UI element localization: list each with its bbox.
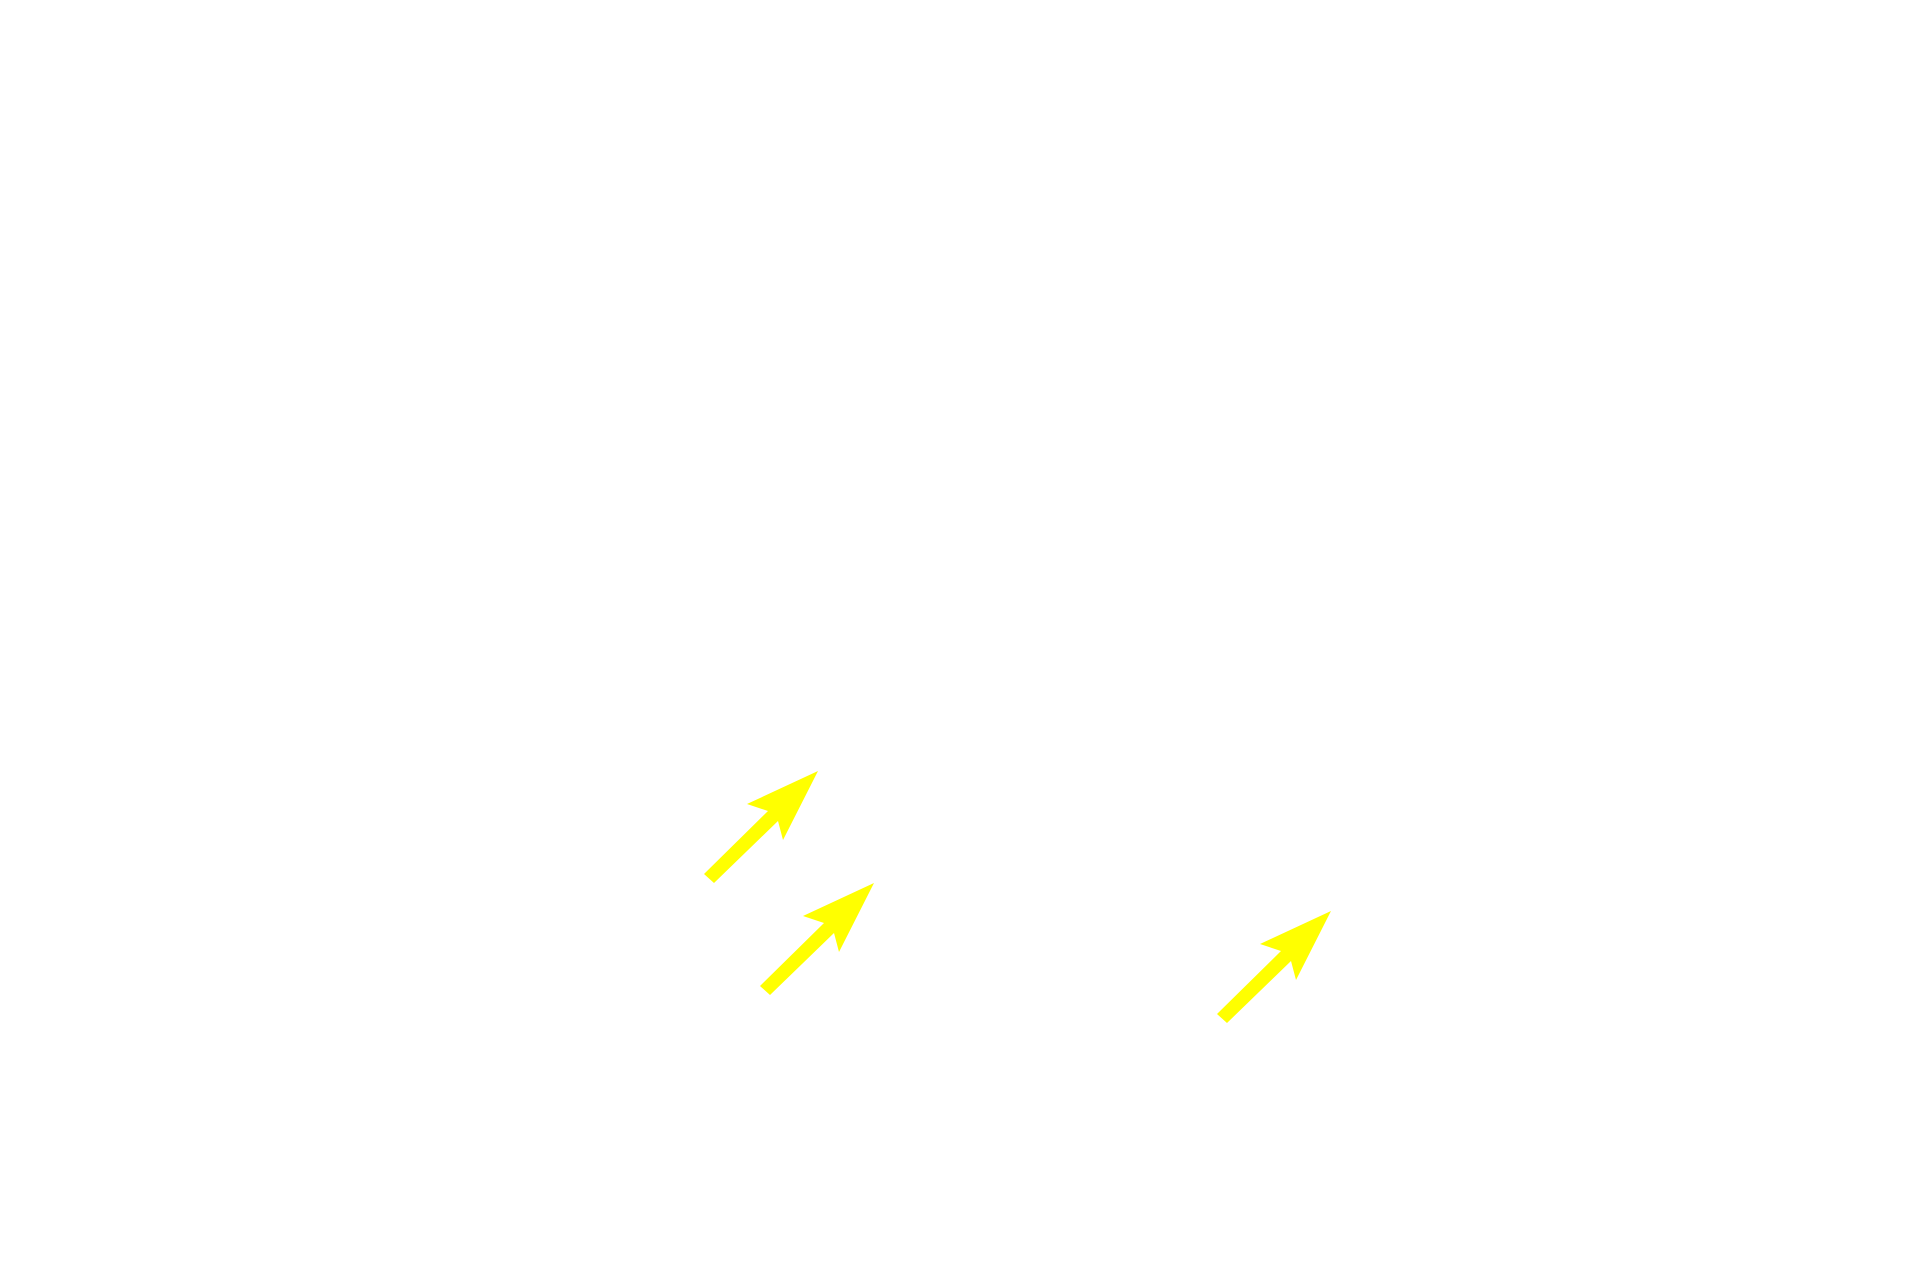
arrow-up-right-icon [760,883,874,995]
arrow-up-right-icon [704,771,818,883]
arrow-up-right-icon [1217,911,1331,1023]
